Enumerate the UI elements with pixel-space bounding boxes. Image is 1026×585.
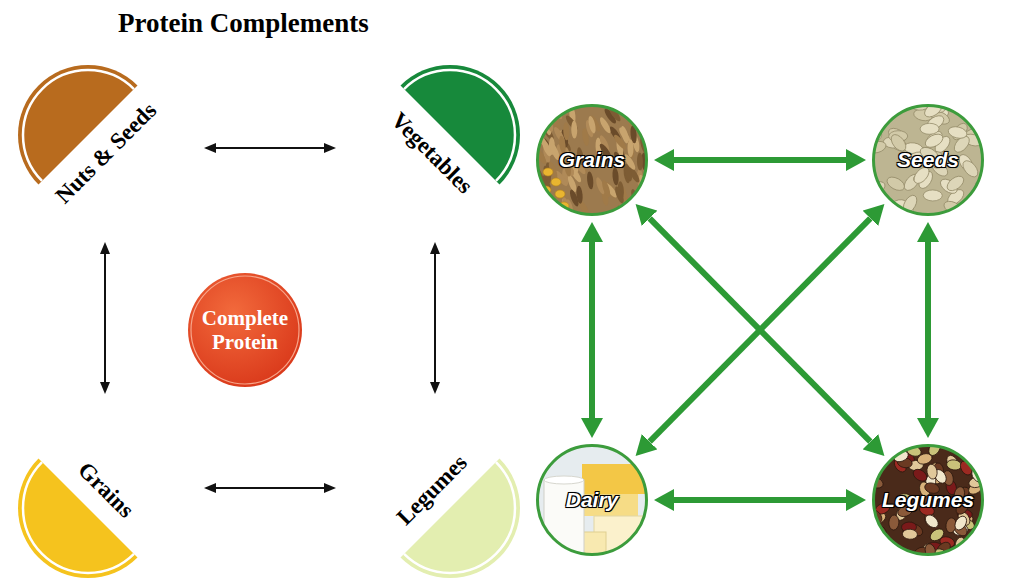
double-arrow <box>650 218 871 441</box>
node-label: Seeds <box>897 148 959 172</box>
half-disc-node: Vegetables <box>340 58 530 238</box>
food-photo-circle: Seeds <box>872 104 984 216</box>
food-photo <box>533 96 651 224</box>
food-photo-circle: Dairy <box>536 444 648 556</box>
food-photo-circle: Legumes <box>872 444 984 556</box>
half-disc <box>401 459 549 585</box>
food-photo <box>862 97 993 223</box>
half-disc <box>0 36 137 184</box>
node-label: Dairy <box>566 488 619 512</box>
diagram-title: Protein Complements <box>118 8 369 39</box>
double-arrow <box>216 487 324 489</box>
half-disc-node: Nuts & Seeds <box>10 58 200 238</box>
double-arrow <box>925 242 931 418</box>
double-arrow <box>434 254 436 382</box>
double-arrow <box>650 218 871 441</box>
double-arrow <box>674 157 846 163</box>
node-label: Grains <box>559 148 626 172</box>
node-label: Complete Protein <box>197 306 293 354</box>
double-arrow <box>104 254 106 382</box>
food-photo <box>536 444 650 562</box>
double-arrow <box>674 497 846 503</box>
food-photo <box>864 436 990 563</box>
food-photo-circle: Grains <box>536 104 648 216</box>
half-disc <box>0 459 137 585</box>
double-arrow <box>589 242 595 418</box>
red-circle <box>188 273 302 387</box>
double-arrow <box>216 147 324 149</box>
half-disc-node: Legumes <box>340 398 530 578</box>
node-label: Legumes <box>882 488 974 512</box>
half-disc-node: Grains <box>10 398 200 578</box>
complete-protein-circle: Complete Protein <box>187 272 303 388</box>
